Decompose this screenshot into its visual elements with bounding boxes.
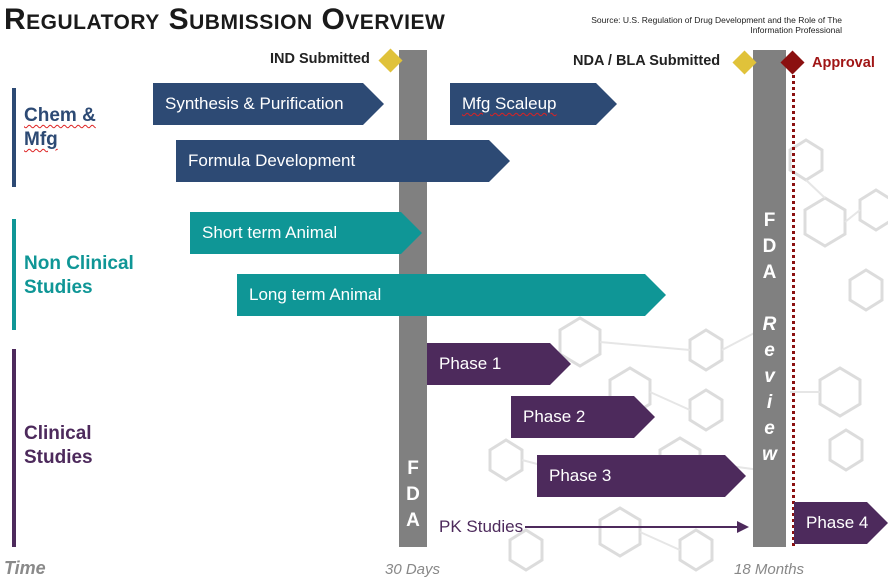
fda-bar-letter: F <box>763 210 776 231</box>
clinical-category-bar <box>12 349 16 547</box>
fda-bar-letter: F <box>407 458 419 479</box>
page-title: Regulatory Submission Overview <box>4 3 446 36</box>
fda-bar-letter: A <box>762 262 777 283</box>
chem-category-bar <box>12 88 16 187</box>
nonclinical-category-label: Non Clinical Studies <box>24 253 134 298</box>
pk-studies-label: PK Studies <box>439 517 524 536</box>
30-days-label: 30 Days <box>385 561 441 578</box>
mfg-scaleup-arrow: Mfg Scaleup <box>450 83 617 125</box>
fda-review-bar <box>753 50 786 547</box>
fda-bar-letter: e <box>764 340 775 361</box>
chem-category-text: Chem & Mfg <box>24 105 96 150</box>
fda-bar-letter: v <box>764 366 775 387</box>
phase-2-arrow: Phase 2 <box>511 396 655 438</box>
chem-category-label: Chem & Mfg <box>24 104 104 152</box>
fda-bar-letter: D <box>406 484 420 505</box>
long-term-animal-arrow: Long term Animal <box>237 274 666 316</box>
nda-submitted-label: NDA / BLA Submitted <box>573 53 721 69</box>
fda-bar-letter: w <box>762 444 777 465</box>
phase-4-arrow: Phase 4 <box>794 502 888 544</box>
18-months-label: 18 Months <box>734 561 805 578</box>
time-axis-label: Time <box>4 558 46 578</box>
source-note: Source: U.S. Regulation of Drug Developm… <box>591 15 842 35</box>
approval-line <box>792 68 795 546</box>
mfg-scaleup-label: Mfg Scaleup <box>462 94 557 113</box>
phase-3-arrow: Phase 3 <box>537 455 746 497</box>
fda-bar-letter: D <box>762 236 777 257</box>
short-term-animal-arrow: Short term Animal <box>190 212 422 254</box>
synthesis-purification-arrow: Synthesis & Purification <box>153 83 384 125</box>
formula-development-arrow: Formula Development <box>176 140 510 182</box>
ind-submitted-label: IND Submitted <box>270 51 370 67</box>
fda-bar-letter <box>753 286 786 312</box>
pk-studies-arrow <box>525 521 749 533</box>
nonclinical-category-bar <box>12 219 16 330</box>
phase-1-arrow: Phase 1 <box>427 343 571 385</box>
fda-bar-letter: e <box>764 418 775 439</box>
fda-bar-letter: R <box>762 314 777 335</box>
clinical-category-label: Clinical Studies <box>24 423 93 468</box>
approval-label: Approval <box>812 55 875 71</box>
fda-bar-letter: A <box>406 510 420 531</box>
fda-bar-letter: i <box>766 392 773 413</box>
